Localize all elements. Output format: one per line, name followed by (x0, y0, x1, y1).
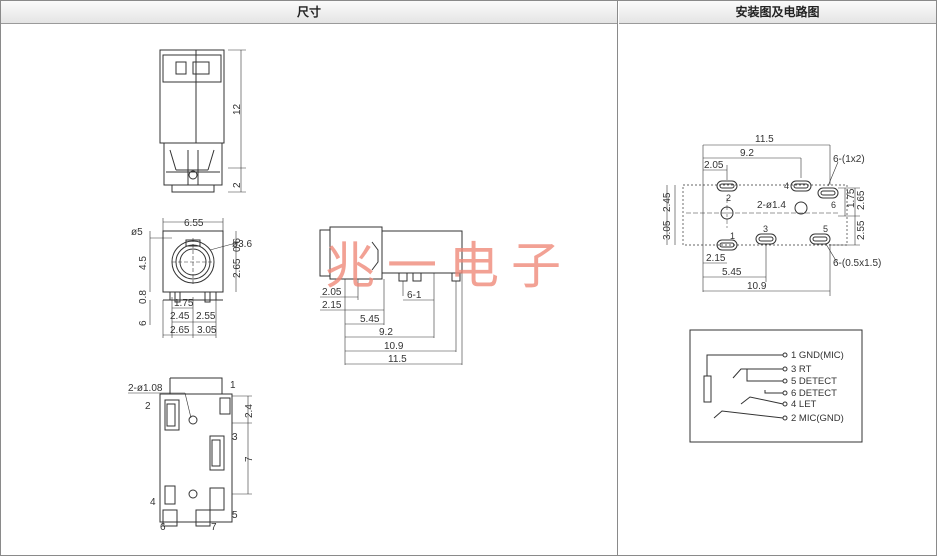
bottom-dim-2-4: 2.4 (244, 404, 255, 418)
dim-3-05: 3.05 (197, 325, 217, 336)
circuit-pin-5: 5 DETECT (791, 376, 837, 387)
pcb-dim-2-05: 2.05 (704, 160, 724, 171)
side-dim-2-15: 2.15 (322, 300, 342, 311)
bottom-dim-7: 7 (244, 456, 255, 462)
front-view (149, 218, 237, 338)
top-view (159, 49, 246, 193)
circuit-pin-4: 4 LET (791, 399, 817, 410)
dim-6: 6 (138, 320, 149, 326)
pin-node-3 (782, 366, 788, 372)
circuit-pin-1: 1 GND(MIC) (791, 350, 844, 361)
side-view (319, 226, 463, 365)
pcb-dim-10-9: 10.9 (747, 281, 767, 292)
side-dim-6-1: 6-1 (407, 290, 422, 301)
pcb-slot-5 (809, 233, 831, 245)
bottom-hole-label: 2-ø1.08 (128, 383, 163, 394)
dim-phi3-6: ø3.6 (232, 239, 252, 250)
dim-2-45: 2.45 (170, 311, 190, 322)
top-latch (162, 54, 222, 83)
pcb-dim-5-45: 5.45 (722, 267, 742, 278)
pcb-slot-2 (716, 180, 738, 192)
dim-2-65-vert: 2.65 (232, 258, 243, 278)
front-body (162, 230, 224, 293)
pin-node-2 (782, 415, 788, 421)
bottom-p3: 3 (232, 432, 238, 443)
circuit-pin-2: 2 MIC(GND) (791, 413, 844, 424)
install-header: 安装图及电路图 (619, 1, 936, 24)
bottom-body (159, 393, 233, 523)
side-dim-10-9: 10.9 (384, 341, 404, 352)
pcb-slot-4 (790, 180, 812, 192)
bottom-p1: 1 (230, 380, 236, 391)
bottom-view (128, 377, 252, 527)
pcb-dim-2-15: 2.15 (706, 253, 726, 264)
pin-7 (195, 509, 211, 527)
pcb-slot-1 (716, 239, 738, 251)
pcb-dim-2-65: 2.65 (856, 190, 867, 210)
pcb-slot-spec-2: 6-(0.5x1.5) (833, 258, 881, 269)
pcb-pin-2: 2 (726, 193, 731, 203)
pcb-dim-2-45: 2.45 (662, 192, 673, 212)
pcb-outline (682, 184, 848, 246)
bottom-p2: 2 (145, 401, 151, 412)
side-dim-2-05: 2.05 (322, 287, 342, 298)
bottom-nose (169, 377, 223, 395)
pcb-dim-2-55: 2.55 (856, 220, 867, 240)
side-dim-5-45: 5.45 (360, 314, 380, 325)
top-pin (188, 170, 198, 180)
panel-divider (617, 0, 618, 556)
pcb-hole-spec: 2-ø1.4 (757, 200, 786, 211)
side-body (381, 230, 463, 274)
bottom-p7: 7 (211, 522, 217, 533)
bottom-hole-2 (188, 489, 198, 499)
pcb-slot-spec-1: 6-(1x2) (833, 154, 865, 165)
bottom-p6: 6 (160, 522, 166, 533)
pcb-pin-5: 5 (823, 224, 828, 234)
watermark-text: 兆一电子 (325, 237, 573, 295)
dim-1-75: 1.75 (174, 298, 194, 309)
top-window (175, 61, 187, 75)
top-window-2 (192, 61, 210, 75)
pin-6 (162, 509, 178, 527)
dim-2-65: 2.65 (170, 325, 190, 336)
side-dim-11-5: 11.5 (388, 354, 407, 365)
circuit-diagram (689, 329, 863, 443)
dim-6-55: 6.55 (184, 218, 204, 229)
pcb-pin-3: 3 (763, 224, 768, 234)
jack-sleeve (703, 375, 712, 403)
pcb-pin-6: 6 (831, 200, 836, 210)
pcb-pin-4: 4 (784, 181, 789, 191)
pcb-layout (666, 144, 860, 296)
dim-12: 12 (232, 103, 243, 115)
pin-node-1 (782, 352, 788, 358)
pcb-slot-6 (817, 187, 839, 199)
dim-2: 2 (232, 182, 243, 188)
top-body (159, 49, 225, 144)
pcb-dim-9-2: 9.2 (740, 148, 754, 159)
pcb-dim-11-5: 11.5 (755, 134, 774, 145)
pcb-dim-1-75: 1.75 (846, 188, 857, 208)
dimensions-header: 尺寸 (1, 1, 617, 24)
dim-2-55: 2.55 (196, 311, 216, 322)
circuit-pin-6: 6 DETECT (791, 388, 837, 399)
pin-node-6 (782, 390, 788, 396)
pcb-dim-3-05: 3.05 (662, 220, 673, 240)
dim-0-6: 0.6 (232, 238, 243, 252)
bottom-hole-1 (188, 415, 198, 425)
dim-0-8: 0.8 (138, 290, 149, 304)
bottom-p4: 4 (150, 497, 156, 508)
pin-node-4 (782, 401, 788, 407)
dim-4-5: 4.5 (138, 256, 149, 270)
circuit-box (689, 329, 863, 443)
bottom-p5: 5 (232, 510, 238, 521)
pin-node-5 (782, 378, 788, 384)
pcb-pin-1: 1 (730, 231, 735, 241)
dim-phi5: ø5 (131, 227, 143, 238)
pcb-hole-2 (794, 201, 808, 215)
side-dim-9-2: 9.2 (379, 327, 393, 338)
circuit-pin-3: 3 RT (791, 364, 812, 375)
